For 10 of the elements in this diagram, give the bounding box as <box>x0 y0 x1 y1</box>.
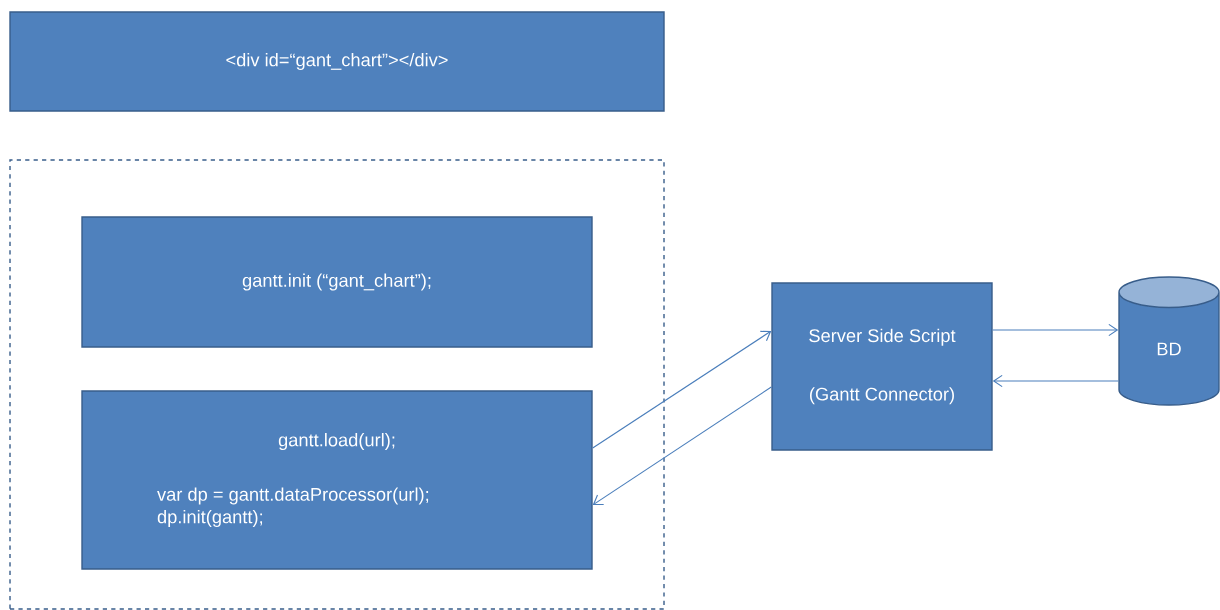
code-box: gantt.init (“gant_chart”); <box>81 216 593 348</box>
database-cylinder: BD <box>1118 276 1220 406</box>
arrow <box>992 323 1119 337</box>
arrow <box>592 330 772 449</box>
code-box: gantt.load(url); var dp = gantt.dataProcessor(url); dp.init(gantt); <box>81 390 593 570</box>
server-box: Server Side Script (Gantt Connector) <box>771 282 993 451</box>
arrow <box>992 374 1119 388</box>
code-box: <div id=“gant_chart”></div> <box>9 11 665 112</box>
arrow <box>592 386 772 506</box>
dashed-frame <box>9 159 665 610</box>
